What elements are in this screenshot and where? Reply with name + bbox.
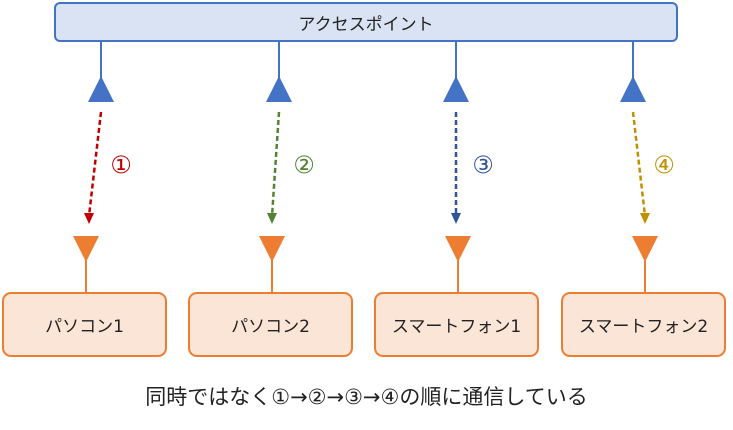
access-point-bar: アクセスポイント: [54, 2, 678, 42]
device-antenna-icon-4: [632, 236, 658, 262]
signal-arrow-1: [87, 111, 103, 217]
device-label: パソコン1: [45, 317, 124, 337]
link-4: [620, 42, 658, 292]
device-box-3: スマートフォン1: [374, 292, 539, 357]
link-number-2: ②: [293, 151, 315, 179]
device-box-2: パソコン2: [188, 292, 353, 357]
device-box-4: スマートフォン2: [561, 292, 726, 357]
device-antenna-icon-2: [259, 236, 285, 262]
ap-antenna-icon-4: [620, 76, 646, 102]
device-label: パソコン2: [231, 317, 310, 337]
ap-antenna-icon-3: [443, 76, 469, 102]
link-3: [443, 42, 471, 292]
signal-arrowhead-4: [640, 213, 650, 224]
device-box-1: パソコン1: [2, 292, 167, 357]
link-number-1: ①: [110, 151, 132, 179]
signal-arrow-4: [631, 111, 647, 217]
access-point-label: アクセスポイント: [298, 14, 434, 35]
diagram-caption: 同時ではなく①→②→③→④の順に通信している: [145, 385, 588, 409]
ap-antenna-icon-2: [266, 76, 292, 102]
signal-arrowhead-1: [84, 213, 94, 224]
ap-antenna-icon-1: [88, 76, 114, 102]
link-1: [73, 42, 114, 292]
signal-arrow-2: [270, 111, 281, 217]
link-number-4: ④: [653, 151, 675, 179]
device-antenna-icon-3: [445, 236, 471, 262]
device-label: スマートフォン2: [578, 317, 709, 337]
link-number-3: ③: [472, 151, 494, 179]
link-2: [259, 42, 292, 292]
device-label: スマートフォン1: [391, 317, 522, 337]
signal-arrowhead-3: [451, 213, 461, 224]
signal-arrowhead-2: [267, 213, 277, 224]
device-antenna-icon-1: [73, 236, 99, 262]
